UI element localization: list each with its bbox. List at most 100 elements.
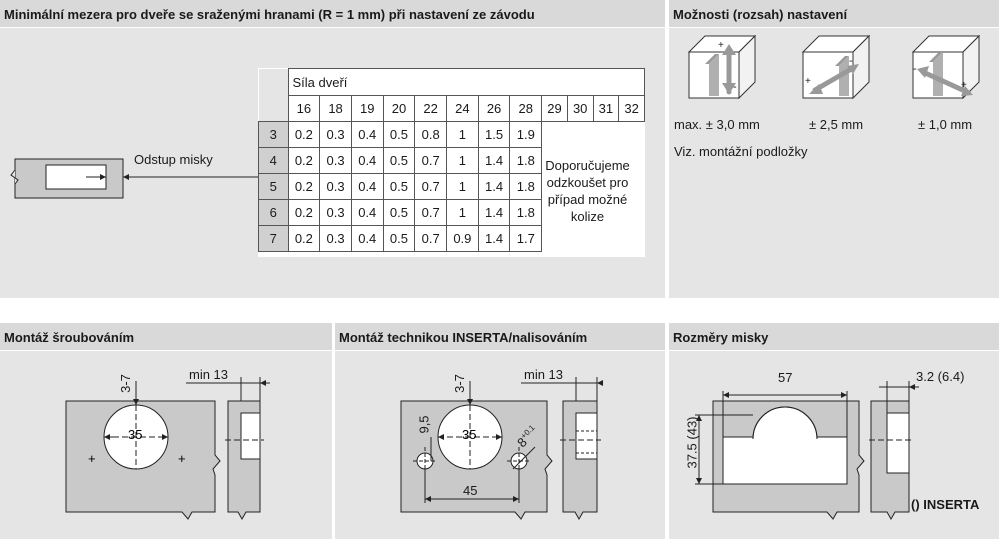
svg-text:-: - <box>849 55 853 67</box>
inserta-dim-vertical: 3-7 <box>451 374 467 393</box>
value-cell: 0.3 <box>319 121 352 148</box>
value-cell: 0.3 <box>319 147 352 174</box>
distance-cell: 6 <box>258 199 289 226</box>
collision-note-line: kolize <box>570 209 605 224</box>
collision-note-line: případ možné <box>547 192 628 207</box>
value-cell: 1 <box>446 121 479 148</box>
gap-panel: Minimální mezera pro dveře se sraženými … <box>0 0 665 298</box>
value-cell: 0.4 <box>350 199 384 226</box>
table-row: 4 0.2 0.3 0.4 0.5 0.7 1 1.4 1.8 <box>258 147 645 174</box>
value-cell: 0.2 <box>287 147 321 174</box>
thickness-cell: 16 <box>287 95 321 122</box>
collision-note-line: odzkoušet pro <box>546 175 629 190</box>
value-cell: 0.2 <box>287 225 321 252</box>
value-cell: 0.7 <box>414 147 448 174</box>
cup-dim-width: 57 <box>778 370 793 385</box>
thickness-cell: 32 <box>618 95 645 122</box>
vertical-range: max. ± 3,0 mm <box>674 117 760 132</box>
inserta-dim-spacing: 45 <box>463 483 478 498</box>
value-cell: 0.5 <box>382 147 416 174</box>
cup-distance-diagram <box>10 158 258 199</box>
screw-dim-min: min 13 <box>189 367 229 382</box>
thickness-cell: 26 <box>477 95 511 122</box>
thickness-cell: 20 <box>382 95 416 122</box>
value-cell: 1 <box>446 147 479 174</box>
value-cell: 1 <box>446 199 479 226</box>
value-cell: 0.7 <box>414 173 448 200</box>
value-cell: 0.8 <box>414 121 448 148</box>
side-adjustment-icon: + - <box>801 34 871 100</box>
svg-text:-: - <box>913 63 917 75</box>
value-cell: 0.2 <box>287 199 321 226</box>
thickness-cell: 19 <box>350 95 384 122</box>
value-cell: 1.8 <box>509 199 543 226</box>
value-cell: 0.4 <box>350 147 384 174</box>
cup-dim-depth: 3.2 (6.4) <box>916 369 965 384</box>
svg-text:+: + <box>718 40 724 51</box>
value-cell: 0.3 <box>319 225 352 252</box>
inserta-mounting-panel: Montáž technikou INSERTA/nalisováním 35 <box>335 323 665 539</box>
adjustment-panel-title: Možnosti (rozsah) nastavení <box>669 0 999 28</box>
value-cell: 1.7 <box>509 225 543 252</box>
cup-dimensions-title: Rozměry misky <box>669 323 999 351</box>
depth-adjustment-icon: - + <box>911 34 981 100</box>
value-cell: 0.4 <box>350 121 384 148</box>
gap-table: Síla dveří 16 18 19 20 22 24 26 28 29 30… <box>258 68 645 252</box>
screw-mounting-title: Montáž šroubováním <box>0 323 332 351</box>
thickness-cell: 22 <box>414 95 448 122</box>
svg-text:+: + <box>805 76 811 87</box>
inserta-mounting-title: Montáž technikou INSERTA/nalisováním <box>335 323 665 351</box>
cup-dimensions-panel: Rozměry misky 57 37.5 (43) 3.2 (6.4) () … <box>669 323 999 539</box>
value-cell: 0.3 <box>319 199 352 226</box>
table-row: 7 0.2 0.3 0.4 0.5 0.7 0.9 1.4 1.7 <box>258 225 645 252</box>
value-cell: 1.5 <box>477 121 511 148</box>
value-cell: 0.5 <box>382 121 416 148</box>
value-cell: 1.4 <box>477 199 511 226</box>
cup-distance-label: Odstup misky <box>134 152 213 167</box>
mounting-plates-note: Viz. montážní podložky <box>674 144 808 159</box>
value-cell: 1.9 <box>509 121 543 148</box>
value-cell: 1.4 <box>477 225 511 252</box>
inserta-label: () INSERTA <box>911 497 980 512</box>
distance-cell: 7 <box>258 225 289 252</box>
inserta-mounting-drawing: 35 <box>400 377 603 521</box>
vertical-adjustment-icon: + - <box>687 34 757 100</box>
inserta-dim-min: min 13 <box>524 367 564 382</box>
value-cell: 1.4 <box>477 147 511 174</box>
depth-range: ± 1,0 mm <box>918 117 973 132</box>
svg-text:+: + <box>88 451 96 466</box>
value-cell: 0.4 <box>350 225 384 252</box>
thickness-cell: 24 <box>446 95 479 122</box>
svg-text:35: 35 <box>128 427 142 442</box>
value-cell: 0.5 <box>382 225 416 252</box>
gap-panel-title: Minimální mezera pro dveře se sraženými … <box>0 0 665 28</box>
door-thickness-header: Síla dveří <box>287 68 645 96</box>
side-range: ± 2,5 mm <box>809 117 864 132</box>
value-cell: 0.9 <box>446 225 479 252</box>
screw-mounting-panel: Montáž šroubováním 35 + + 3-7 min 13 <box>0 323 332 539</box>
value-cell: 1 <box>446 173 479 200</box>
value-cell: 1.8 <box>509 147 543 174</box>
collision-note-line: Doporučujeme <box>545 158 630 173</box>
table-row: 6 0.2 0.3 0.4 0.5 0.7 1 1.4 1.8 <box>258 199 645 226</box>
value-cell: 0.4 <box>350 173 384 200</box>
thickness-cell: 18 <box>319 95 352 122</box>
value-cell: 0.2 <box>287 173 321 200</box>
thickness-cell: 30 <box>566 95 594 122</box>
thickness-cell: 28 <box>509 95 543 122</box>
value-cell: 0.7 <box>414 199 448 226</box>
cup-dim-height: 37.5 (43) <box>684 416 700 469</box>
value-cell: 0.2 <box>287 121 321 148</box>
distance-cell: 4 <box>258 147 289 174</box>
svg-text:+: + <box>961 80 967 91</box>
svg-text:-: - <box>733 81 737 93</box>
thickness-cell: 31 <box>592 95 620 122</box>
thickness-cell: 29 <box>541 95 568 122</box>
value-cell: 0.5 <box>382 199 416 226</box>
distance-cell: 3 <box>258 121 289 148</box>
value-cell: 1.4 <box>477 173 511 200</box>
distance-cell: 5 <box>258 173 289 200</box>
collision-note: Doporučujeme odzkoušet pro případ možné … <box>530 157 645 225</box>
value-cell: 0.3 <box>319 173 352 200</box>
svg-text:35: 35 <box>462 427 476 442</box>
